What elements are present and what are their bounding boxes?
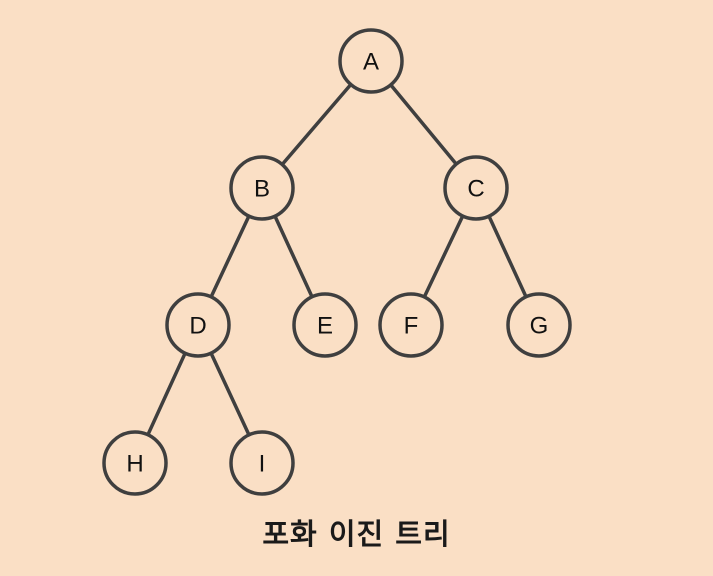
node-circle <box>292 292 358 358</box>
tree-node-a: A <box>338 28 404 94</box>
edge-d-h <box>146 351 187 437</box>
edge-b-e <box>273 214 314 299</box>
tree-node-i: I <box>229 430 295 496</box>
tree-node-c: C <box>443 155 509 221</box>
edge-a-c <box>389 83 458 166</box>
node-label: G <box>530 313 549 340</box>
edge-a-b <box>280 82 353 167</box>
tree-node-h: H <box>102 430 168 496</box>
node-circle <box>102 430 168 496</box>
node-circle <box>506 292 572 358</box>
tree-edges <box>146 82 528 437</box>
tree-node-d: D <box>165 292 231 358</box>
tree-node-b: B <box>229 155 295 221</box>
node-circle <box>165 292 231 358</box>
node-circle <box>443 155 509 221</box>
tree-node-e: E <box>292 292 358 358</box>
node-label: B <box>254 176 270 203</box>
node-label: A <box>363 49 379 76</box>
node-circle <box>378 292 444 358</box>
node-label: C <box>467 176 484 203</box>
diagram-caption: 포화 이진 트리 <box>262 517 451 551</box>
tree-node-g: G <box>506 292 572 358</box>
edge-c-g <box>487 214 528 299</box>
node-label: E <box>317 313 333 340</box>
node-label: F <box>404 313 419 340</box>
node-circle <box>338 28 404 94</box>
edge-d-i <box>209 351 251 437</box>
node-label: H <box>126 451 143 478</box>
edge-c-f <box>422 214 465 299</box>
node-circle <box>229 155 295 221</box>
node-label: D <box>189 313 206 340</box>
node-label: I <box>259 451 266 478</box>
tree-nodes: A B C D E F G H I <box>102 28 572 496</box>
node-circle <box>229 430 295 496</box>
edge-b-d <box>209 214 251 299</box>
tree-node-f: F <box>378 292 444 358</box>
